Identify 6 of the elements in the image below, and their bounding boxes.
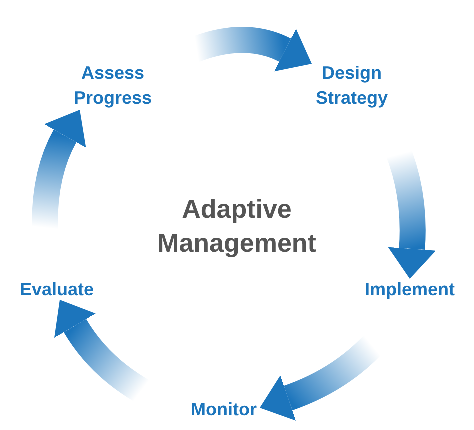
stage-label: Evaluate	[20, 278, 94, 302]
stage-label: Monitor	[191, 398, 257, 422]
stage-label: Adaptive Management	[156, 193, 318, 260]
stage-label: Design Strategy	[314, 62, 390, 110]
stage-label: Assess Progress	[72, 62, 154, 110]
stage-label: Implement	[364, 278, 456, 302]
